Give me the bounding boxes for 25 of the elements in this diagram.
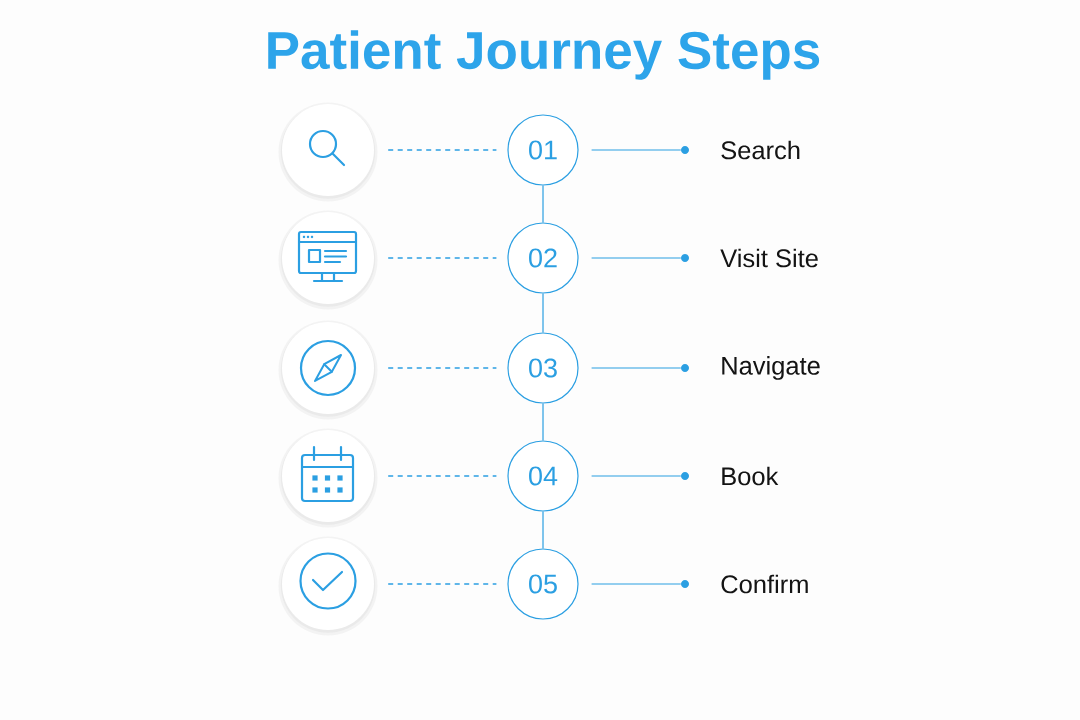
connector-line: [591, 583, 682, 585]
step-label: Visit Site: [720, 248, 818, 268]
title: Patient Journey Steps: [268, 30, 820, 80]
icon-circle: [278, 210, 378, 310]
icon-circle: [278, 320, 378, 420]
step-label: Search: [721, 140, 800, 160]
dashed-connector: [387, 367, 498, 369]
icon-circle: [278, 102, 378, 202]
connector-line: [591, 149, 682, 151]
connector-line: [542, 511, 544, 549]
step-label: Navigate: [722, 356, 820, 380]
dashed-connector: [387, 583, 498, 585]
connector-line: [591, 367, 682, 369]
connector-line: [542, 185, 544, 223]
icon-circle: [278, 428, 378, 528]
icon-circle: [278, 536, 378, 636]
connector-line: [591, 475, 682, 477]
connector-line: [542, 403, 544, 441]
step-label: Confirm: [721, 574, 808, 594]
connector-line: [542, 293, 544, 333]
dashed-connector: [387, 475, 498, 477]
step-label: Book: [722, 466, 779, 486]
dashed-connector: [387, 149, 498, 151]
connector-line: [591, 257, 682, 259]
dashed-connector: [387, 257, 498, 259]
